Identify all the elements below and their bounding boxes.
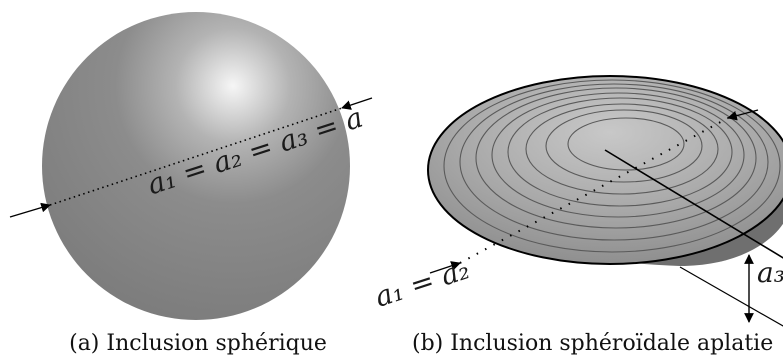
ring: [567, 117, 685, 171]
sphere-arrow-left: [9, 202, 51, 218]
a3-extension-line: [679, 266, 783, 327]
spheroid-axis-line: [604, 149, 783, 259]
spheroid-arrow-left: [429, 261, 461, 274]
ring: [545, 109, 703, 183]
caption-a: (a) Inclusion sphérique: [69, 331, 327, 356]
spheroid-body: [427, 75, 783, 265]
ring: [491, 92, 745, 218]
panel-a-sphere: a₁ = a₂ = a₃ = a: [9, 12, 373, 320]
ring: [459, 83, 769, 241]
spheroid-diameter-dotted: [459, 117, 729, 264]
ring: [525, 103, 719, 195]
spheroid-contour-rings: [443, 79, 781, 253]
ring: [507, 97, 733, 207]
panel-b-spheroid: a₁ = a₂ a₃: [371, 75, 783, 327]
ring: [475, 87, 757, 229]
sphere-arrow-right: [341, 97, 373, 110]
spheroid-label-a1-a2: a₁ = a₂: [371, 252, 474, 313]
spheroid-arrow-top: [727, 109, 759, 121]
caption-b: (b) Inclusion sphéroïdale aplatie: [412, 331, 773, 356]
spheroid-label-a3: a₃: [757, 256, 783, 289]
sphere: [42, 12, 350, 320]
ring: [443, 79, 781, 253]
sphere-diameter-dotted: [49, 107, 343, 206]
